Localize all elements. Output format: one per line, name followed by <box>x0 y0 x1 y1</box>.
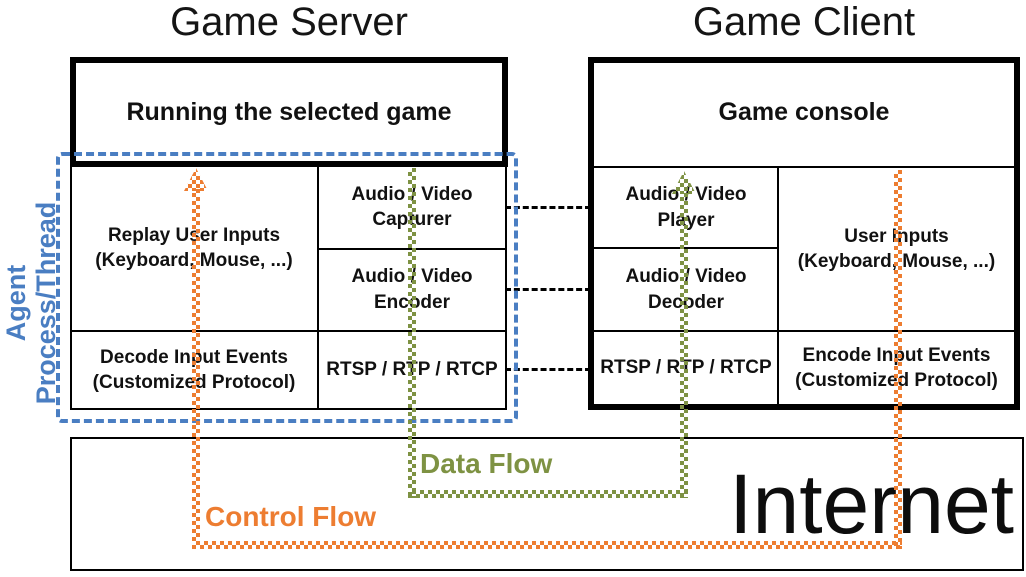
running-game-box <box>70 57 508 167</box>
server-row-divider <box>70 330 507 332</box>
game-client-title: Game Client <box>692 0 916 44</box>
agent-process-label: Agent Process/Thread <box>1 201 62 405</box>
server-column-divider <box>317 165 319 410</box>
capturer-player-connector <box>505 206 591 209</box>
data-flow-label: Data Flow <box>420 448 553 479</box>
control-flow-internet-segment <box>192 541 902 549</box>
client-rtsp-cell: RTSP / RTP / RTCP <box>600 357 772 379</box>
data-flow-server-segment <box>408 168 416 498</box>
client-column-divider <box>777 166 779 404</box>
rtsp-rtsp-connector <box>505 368 591 371</box>
decode-input-events-cell: Decode Input Events (Customized Protocol… <box>92 346 296 393</box>
running-game-label: Running the selected game <box>126 97 452 126</box>
game-server-title: Game Server <box>170 0 408 44</box>
game-console-label: Game console <box>718 97 890 126</box>
internet-label: Internet <box>729 456 1014 551</box>
control-flow-label: Control Flow <box>205 501 377 532</box>
data-flow-client-segment <box>680 193 688 498</box>
user-inputs-cell: User Inputs (Keyboard, Mouse, ...) <box>797 225 996 272</box>
control-flow-server-segment <box>192 189 200 549</box>
agent-process-dashed-box <box>56 152 518 423</box>
control-flow-client-segment <box>894 170 902 549</box>
av-capturer-cell: Audio / Video Capturer <box>351 183 473 230</box>
server-table-frame <box>70 165 507 410</box>
data-flow-internet-segment <box>408 490 688 498</box>
replay-user-inputs-cell: Replay User Inputs (Keyboard, Mouse, ...… <box>95 224 293 271</box>
game-client-box <box>588 57 1020 410</box>
client-row-divider <box>594 330 1014 332</box>
encoder-decoder-connector <box>505 288 591 291</box>
client-header-divider <box>594 166 1014 168</box>
internet-box <box>70 437 1024 571</box>
